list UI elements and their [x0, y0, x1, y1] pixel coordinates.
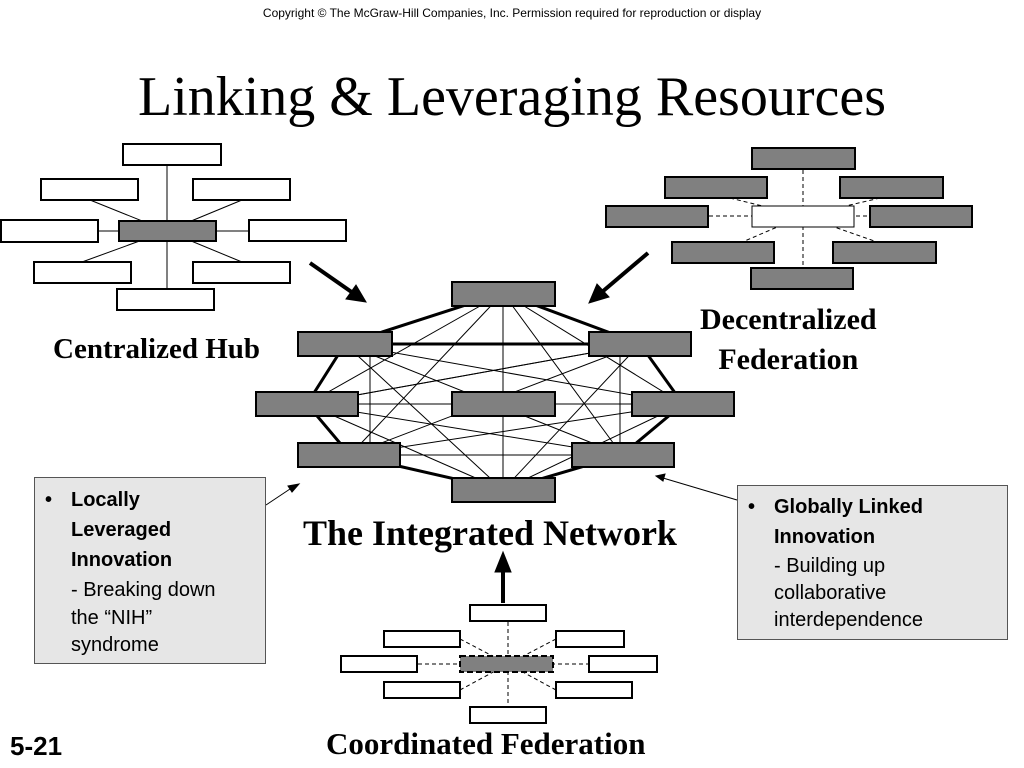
coordinated-federation-diagram	[340, 604, 658, 724]
net-node-bottom	[451, 477, 556, 503]
callout-subtext-line: the “NIH”	[71, 607, 153, 629]
callout-heading-line: Leveraged	[71, 519, 172, 541]
dec-node-upper-left	[664, 176, 768, 199]
net-node-right	[631, 391, 735, 417]
label-decentralized-federation: Decentralized Federation	[700, 300, 877, 380]
coord-node-lower-left	[383, 681, 461, 699]
callout-subtext-line: interdependence	[774, 609, 924, 631]
label-coordinated-federation: Coordinated Federation	[326, 726, 646, 761]
dec-center-node	[751, 205, 855, 228]
hub-node-upper-left	[40, 178, 139, 201]
slide-title: Linking & Leveraging Resources	[137, 66, 886, 128]
callout-heading-line: Innovation	[774, 526, 876, 548]
hub-node-right	[248, 219, 347, 242]
label-integrated-network: The Integrated Network	[303, 513, 677, 553]
dec-node-top	[751, 147, 856, 170]
dec-node-lower-right	[832, 241, 937, 264]
copyright-notice: Copyright © The McGraw-Hill Companies, I…	[262, 6, 762, 20]
label-centralized-hub: Centralized Hub	[53, 333, 261, 365]
coord-center-node	[459, 655, 554, 673]
net-node-center	[451, 391, 556, 417]
globally-linked-callout: • Globally Linked Innovation - Building …	[737, 485, 1008, 640]
net-node-lower-right	[571, 442, 675, 468]
net-node-top	[451, 281, 556, 307]
callout-heading-line: Locally	[71, 489, 140, 511]
coord-node-bottom	[469, 706, 547, 724]
callout-heading-line: Globally Linked	[774, 496, 923, 518]
dec-node-upper-right	[839, 176, 944, 199]
net-node-left	[255, 391, 359, 417]
arrow-from-hub	[308, 261, 355, 295]
hub-node-lower-left	[33, 261, 132, 284]
dec-node-bottom	[750, 267, 854, 290]
slide-number: 5-21	[10, 731, 63, 761]
callout-subtext-line: syndrome	[71, 634, 159, 656]
coord-node-upper-left	[383, 630, 461, 648]
net-node-upper-left	[297, 331, 393, 357]
integrated-network-diagram	[255, 281, 735, 503]
callout-subtext-line: - Breaking down	[71, 579, 216, 601]
dec-node-left	[605, 205, 709, 228]
callout-subtext-line: collaborative	[774, 582, 887, 604]
coord-node-lower-right	[555, 681, 633, 699]
label-decentralized-line2: Federation	[718, 343, 859, 376]
callout-heading-line: Innovation	[71, 549, 173, 571]
decentralized-federation-diagram	[605, 147, 973, 290]
coord-node-upper-right	[555, 630, 625, 648]
centralized-hub-diagram	[0, 143, 347, 311]
net-node-upper-right	[588, 331, 692, 357]
hub-node-top	[122, 143, 222, 166]
arrow-from-decentralized	[600, 251, 650, 294]
arrow-left-callout	[265, 486, 294, 506]
net-node-lower-left	[297, 442, 401, 468]
callout-subtext-line: - Building up	[774, 555, 886, 577]
label-decentralized-line1: Decentralized	[700, 303, 877, 336]
bullet: •	[45, 489, 53, 511]
arrow-right-callout	[662, 477, 738, 501]
locally-leveraged-callout: • Locally Leveraged Innovation - Breakin…	[34, 477, 266, 664]
hub-node-upper-right	[192, 178, 291, 201]
bullet: •	[748, 496, 756, 518]
hub-node-left	[0, 219, 99, 243]
coord-node-left	[340, 655, 418, 673]
dec-node-right	[869, 205, 973, 228]
hub-node-bottom	[116, 288, 215, 311]
arrows	[265, 251, 738, 603]
hub-center-node	[118, 220, 217, 242]
hub-node-lower-right	[192, 261, 291, 284]
coord-node-top	[469, 604, 547, 622]
dec-node-lower-left	[671, 241, 775, 264]
coord-node-right	[588, 655, 658, 673]
